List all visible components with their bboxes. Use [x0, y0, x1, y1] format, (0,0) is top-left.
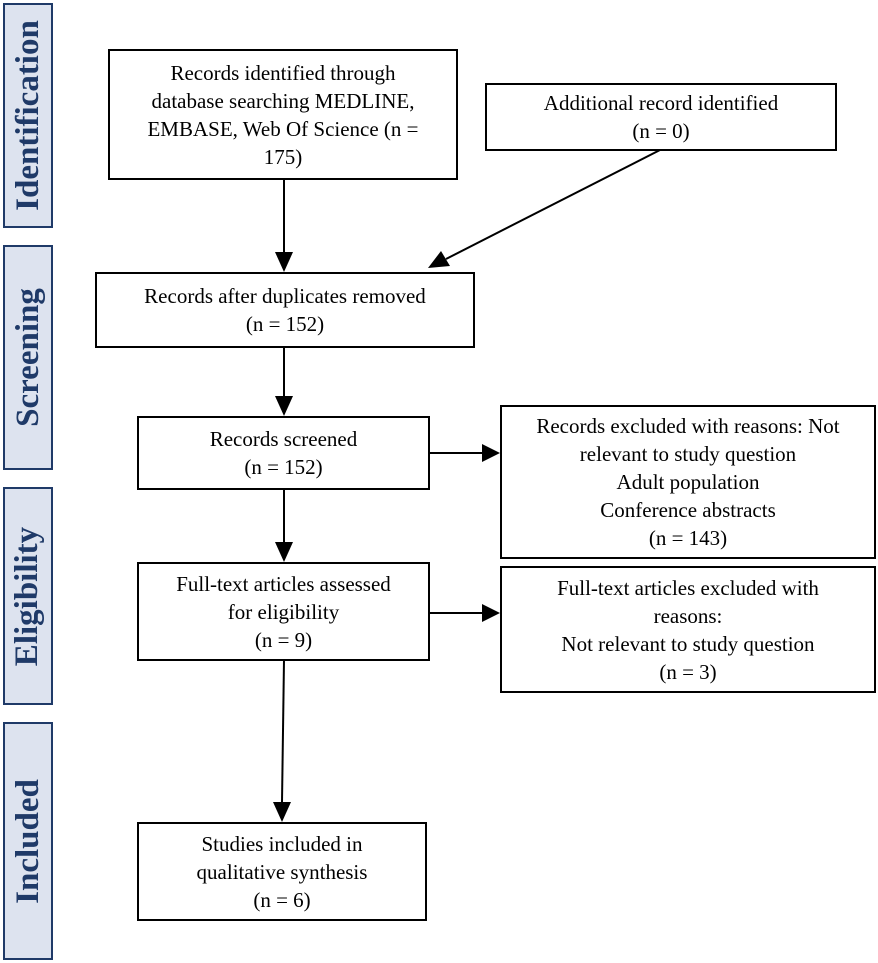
box-line: (n = 3) — [659, 659, 717, 684]
box-records-identified: Records identified through database sear… — [108, 49, 458, 180]
box-line: Conference abstracts — [600, 498, 776, 522]
box-line: Studies included in — [201, 831, 363, 856]
arrow-duplicates-to-screened — [275, 347, 293, 416]
box-line: qualitative synthesis — [196, 859, 368, 884]
box-line: (n = 6) — [253, 887, 311, 912]
arrow-identified-to-duplicates — [275, 180, 293, 272]
box-line: (n = 0) — [632, 119, 690, 143]
box-line: relevant to study question — [579, 442, 797, 466]
arrow-fulltext-to-included — [273, 659, 291, 822]
box-line: Additional record identified — [543, 91, 779, 115]
box-line: (n = 152) — [244, 455, 323, 479]
arrow-additional-to-duplicates — [428, 149, 661, 268]
arrow-fulltext-to-excluded — [430, 604, 500, 622]
box-line: (n = 9) — [254, 627, 313, 652]
box-line: 175) — [263, 144, 303, 169]
box-studies-included: Studies included in qualitative synthesi… — [137, 822, 427, 921]
box-line: EMBASE, Web Of Science (n = — [147, 116, 419, 141]
stage-screening: Screening — [3, 245, 53, 470]
box-line: database searching MEDLINE, — [151, 88, 415, 113]
box-fulltext-excluded: Full-text articles excluded with reasons… — [500, 566, 876, 693]
box-records-excluded: Records excluded with reasons: Not relev… — [500, 405, 876, 559]
box-line: Records identified through — [170, 60, 396, 85]
box-line: Full-text articles excluded with — [557, 575, 819, 600]
stage-included-label: Included — [9, 778, 46, 904]
box-line: Adult population — [616, 470, 760, 494]
box-additional-records: Additional record identified (n = 0) — [485, 83, 837, 151]
box-line: Full-text articles assessed — [176, 571, 391, 596]
arrow-screened-to-excluded — [430, 444, 500, 462]
stage-eligibility: Eligibility — [3, 487, 53, 705]
box-line: Records screened — [209, 427, 358, 451]
box-duplicates-removed: Records after duplicates removed (n = 15… — [95, 272, 475, 348]
box-fulltext-assessed: Full-text articles assessed for eligibil… — [137, 562, 430, 661]
stage-included: Included — [3, 722, 53, 960]
box-records-screened: Records screened (n = 152) — [137, 416, 430, 490]
box-line: for eligibility — [227, 599, 340, 624]
stage-screening-label: Screening — [9, 288, 46, 427]
stage-eligibility-label: Eligibility — [9, 526, 46, 666]
box-line: (n = 152) — [245, 312, 325, 336]
stage-identification: Identification — [3, 3, 53, 228]
box-line: (n = 143) — [648, 526, 728, 550]
box-line: Records after duplicates removed — [144, 284, 426, 308]
box-line: Not relevant to study question — [561, 631, 815, 656]
box-line: Records excluded with reasons: Not — [536, 414, 840, 438]
box-line: reasons: — [653, 603, 723, 628]
stage-identification-label: Identification — [9, 20, 46, 211]
arrow-screened-to-fulltext — [275, 489, 293, 562]
